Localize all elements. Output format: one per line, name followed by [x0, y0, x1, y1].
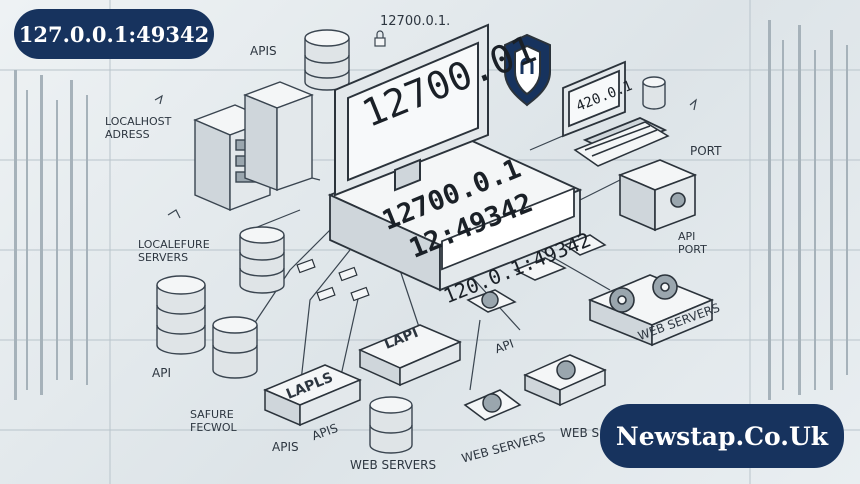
database-cylinders: [156, 29, 666, 454]
keyboard: [573, 121, 670, 167]
label-apis-top: APIS: [250, 44, 277, 58]
lock-icon: [374, 30, 386, 47]
connectors: [296, 258, 370, 302]
disk-box-right: [523, 354, 607, 407]
label-api-port: API PORT: [678, 230, 707, 256]
lapi-box: [358, 324, 462, 387]
disk-box-bottom: [463, 389, 522, 421]
central-device: [327, 139, 583, 292]
code-columns-left: [14, 70, 88, 400]
port-device: [617, 159, 698, 232]
label-apis-bottom: APIS: [272, 440, 299, 454]
db-left-3: [212, 316, 258, 379]
code-columns-right: [768, 20, 848, 400]
label-api-left: API: [152, 366, 171, 380]
label-top-ip: 12700.0.1.: [380, 14, 451, 29]
lapls-box: [263, 364, 362, 427]
label-web-s-partial: WEB S: [560, 426, 600, 440]
label-safure: SAFURE FECWOL: [190, 408, 237, 434]
db-right-small: [642, 76, 666, 110]
label-localefure: LOCALEFURE SERVERS: [138, 238, 210, 264]
decorative-arrows: [154, 94, 697, 219]
server-rack-left: [193, 81, 314, 212]
main-monitor: [334, 23, 489, 197]
disk-box-center: [513, 234, 607, 281]
db-bottom: [369, 396, 413, 454]
db-left-2: [156, 275, 206, 355]
api-boxes: [263, 234, 607, 427]
db-left-1: [239, 226, 285, 294]
db-top: [304, 29, 350, 91]
site-badge: Newstap.Co.Uk: [600, 404, 844, 468]
disk-box-mid: [466, 289, 517, 313]
label-localhost: LOCALHOST ADRESS: [105, 115, 172, 141]
label-port: PORT: [690, 144, 722, 158]
url-badge: 127.0.0.1:49342: [14, 9, 214, 59]
shield-icon: [504, 33, 551, 107]
web-server-box-right: [587, 274, 715, 347]
label-web-servers-bottom: WEB SERVERS: [350, 458, 437, 472]
